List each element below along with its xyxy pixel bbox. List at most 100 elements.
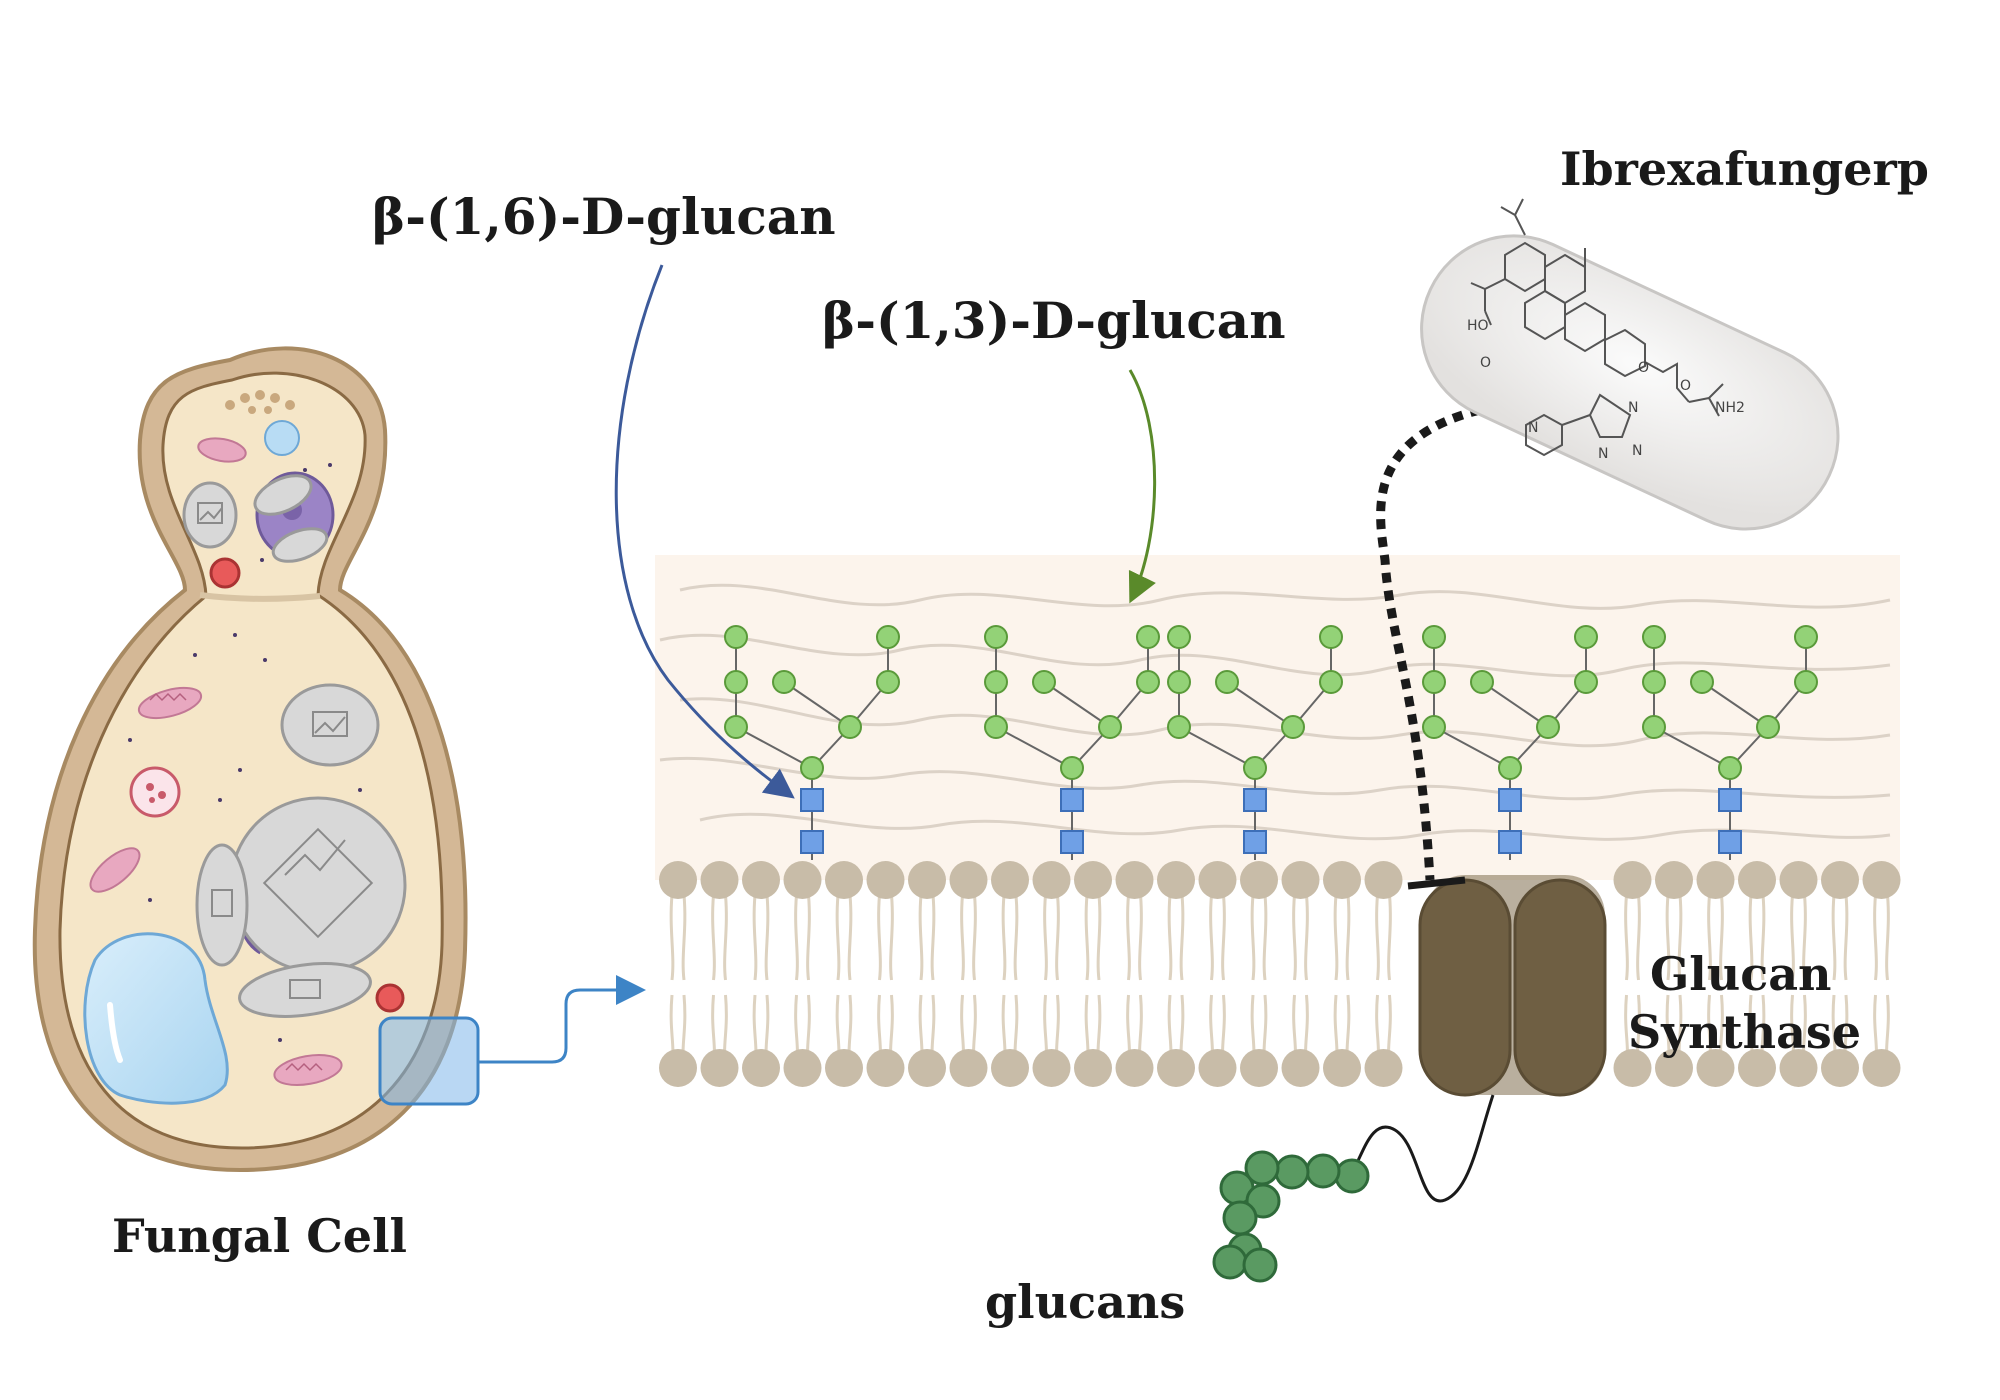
- atom-n-pyridine: N: [1528, 420, 1538, 436]
- cell-label: Fungal Cell: [112, 1209, 407, 1263]
- lipid-head: [1738, 861, 1776, 899]
- zoom-box-icon: [378, 975, 646, 1106]
- glucan-tree: [1167, 625, 1343, 860]
- glucan-tree: [1642, 625, 1818, 860]
- beta16-label: β-(1,6)-D-glucan: [372, 187, 836, 246]
- glucan-chain: [1212, 1150, 1370, 1283]
- enzyme-label-line1: Glucan: [1650, 947, 1831, 1001]
- mitochondrion-icon: [89, 437, 343, 1086]
- lipid-head: [1157, 861, 1195, 899]
- lipid-tail: [1055, 894, 1060, 981]
- lipid-tail: [835, 894, 841, 981]
- fungal-cell-icon: [32, 346, 468, 1173]
- beta16-arrow: [614, 264, 795, 799]
- lipid-tail: [960, 894, 965, 981]
- atom-n-triazole-3: N: [1598, 446, 1608, 462]
- lipid-head: [659, 1049, 697, 1087]
- atom-o-ether: O: [1680, 378, 1691, 394]
- inhibition-line: [1376, 405, 1482, 881]
- lipid-head: [908, 861, 946, 899]
- lipid-head: [700, 1049, 739, 1087]
- lipid-tail: [681, 894, 687, 981]
- lipid-head: [1862, 861, 1901, 899]
- lipid-tail: [889, 894, 894, 981]
- lipid-tail: [1333, 894, 1339, 981]
- lipid-tail: [1084, 894, 1090, 981]
- lipid-tail: [669, 894, 675, 981]
- lipid-head: [1323, 1049, 1361, 1087]
- lipid-head: [742, 861, 780, 899]
- lipid-head: [1032, 1049, 1071, 1087]
- atom-nh2: NH2: [1715, 400, 1745, 416]
- lipid-tail: [1138, 894, 1143, 981]
- lipid-tail: [711, 894, 716, 981]
- lipid-bilayer-icon: [659, 861, 1901, 1087]
- lipid-head: [1074, 1049, 1112, 1087]
- lipid-head: [949, 861, 988, 899]
- lipid-tail: [1013, 894, 1019, 981]
- lipid-tail: [1802, 894, 1807, 981]
- lipid-tail: [1387, 894, 1392, 981]
- lipid-tail: [806, 894, 811, 981]
- lipid-tail: [1873, 894, 1878, 981]
- enzyme-label-line2: Synthase: [1628, 1005, 1861, 1059]
- lipid-head: [1821, 1049, 1859, 1087]
- lipid-head: [825, 1049, 863, 1087]
- lipid-head: [949, 1049, 988, 1087]
- lipid-head: [1779, 1049, 1818, 1087]
- lipid-tail: [1209, 894, 1214, 981]
- atom-o-carbonyl: O: [1480, 355, 1491, 371]
- drug-capsule-icon: HO O O O NH2 N N N N: [1420, 198, 1840, 531]
- lipid-tail: [1345, 894, 1351, 981]
- lipid-head: [866, 861, 905, 899]
- lipid-head: [1198, 861, 1237, 899]
- lipid-tail: [1624, 894, 1629, 981]
- lipid-tail: [847, 894, 853, 981]
- lipid-head: [783, 1049, 822, 1087]
- lipid-head: [1074, 861, 1112, 899]
- glucan-tree: [724, 625, 900, 860]
- lipid-head: [1613, 861, 1652, 899]
- lipid-tail: [752, 894, 758, 981]
- lipid-tail: [794, 894, 799, 981]
- lipid-tail: [1707, 894, 1712, 981]
- lipid-tail: [1096, 894, 1102, 981]
- lipid-tail: [1304, 894, 1309, 981]
- glucan-tree: [1422, 625, 1598, 860]
- lipid-head: [1115, 1049, 1154, 1087]
- lipid-tail: [1831, 894, 1837, 981]
- lipid-tail: [1719, 894, 1724, 981]
- lipid-head: [1738, 1049, 1776, 1087]
- lipid-tail: [1790, 894, 1795, 981]
- lipid-tail: [1843, 894, 1849, 981]
- atom-o-ring: O: [1638, 360, 1649, 376]
- glucan-synthase-icon: [1348, 875, 1607, 1203]
- lipid-tail: [1167, 894, 1173, 981]
- glucan-trees: [724, 625, 1818, 860]
- lipid-tail: [918, 894, 924, 981]
- lipid-head: [866, 1049, 905, 1087]
- lipid-head: [1613, 1049, 1652, 1087]
- drug-label: Ibrexafungerp: [1560, 142, 1929, 196]
- lipid-tail: [1126, 894, 1131, 981]
- lipid-head: [1696, 861, 1735, 899]
- lipid-head: [1779, 861, 1818, 899]
- lipid-tail: [1748, 894, 1754, 981]
- atom-ho: HO: [1467, 318, 1489, 334]
- lipid-tail: [1885, 894, 1890, 981]
- lipid-head: [1696, 1049, 1735, 1087]
- lipid-head: [1655, 1049, 1693, 1087]
- lipid-tail: [1221, 894, 1226, 981]
- lipid-tail: [1636, 894, 1641, 981]
- lipid-head: [991, 861, 1029, 899]
- lipid-head: [1821, 861, 1859, 899]
- lipid-tail: [1043, 894, 1048, 981]
- lipid-head: [1323, 861, 1361, 899]
- lipid-tail: [1250, 894, 1256, 981]
- lipid-head: [1655, 861, 1693, 899]
- beta13-arrow: [1128, 369, 1157, 604]
- lipid-tail: [1375, 894, 1380, 981]
- lipid-head: [742, 1049, 780, 1087]
- lipid-head: [1198, 1049, 1237, 1087]
